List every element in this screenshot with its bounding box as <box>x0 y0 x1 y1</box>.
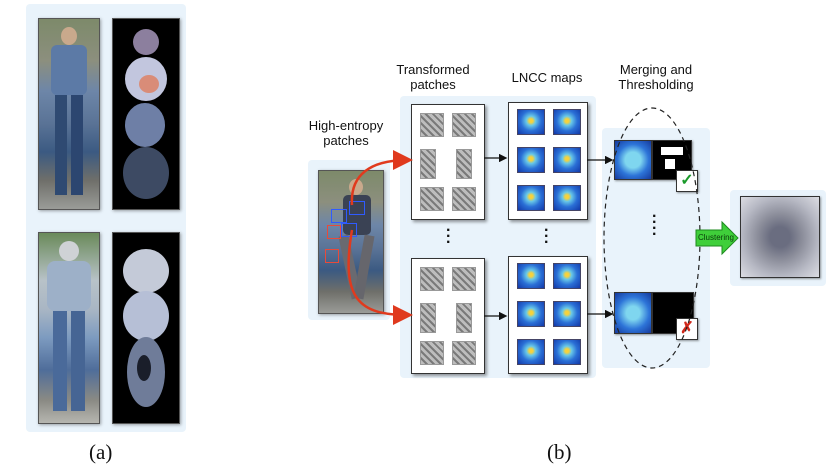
transformed-panel-top <box>411 104 485 220</box>
caption-b: (b) <box>547 440 572 464</box>
merged-map-bottom <box>614 292 652 334</box>
lncc-panel-bottom <box>508 256 588 374</box>
reject-badge: ✗ <box>676 318 698 340</box>
label-lncc: LNCC maps <box>511 70 583 85</box>
segmentation-bottom <box>112 232 180 424</box>
label-transformed: Transformed patches <box>396 62 470 92</box>
transformed-panel-bottom <box>411 258 485 374</box>
accept-badge: ✓ <box>676 170 698 192</box>
cluster-result-image <box>740 196 820 278</box>
ellipsis-transformed: ··· <box>446 222 452 251</box>
label-high-entropy: High-entropy patches <box>308 118 384 148</box>
person-photo-top <box>38 18 100 210</box>
label-merging: Merging and Thresholding <box>618 62 694 92</box>
label-clustering: Clustering <box>697 233 734 242</box>
lncc-panel-top <box>508 102 588 220</box>
ellipsis-lncc: ··· <box>544 222 550 251</box>
merged-map-top <box>614 140 652 180</box>
person-photo-bottom <box>38 232 100 424</box>
caption-a: (a) <box>89 440 113 464</box>
cross-icon: ✗ <box>680 320 694 337</box>
input-person-image <box>318 170 384 314</box>
ellipsis-merge: ···· <box>652 208 658 243</box>
segmentation-top <box>112 18 180 210</box>
check-icon: ✓ <box>680 172 694 189</box>
